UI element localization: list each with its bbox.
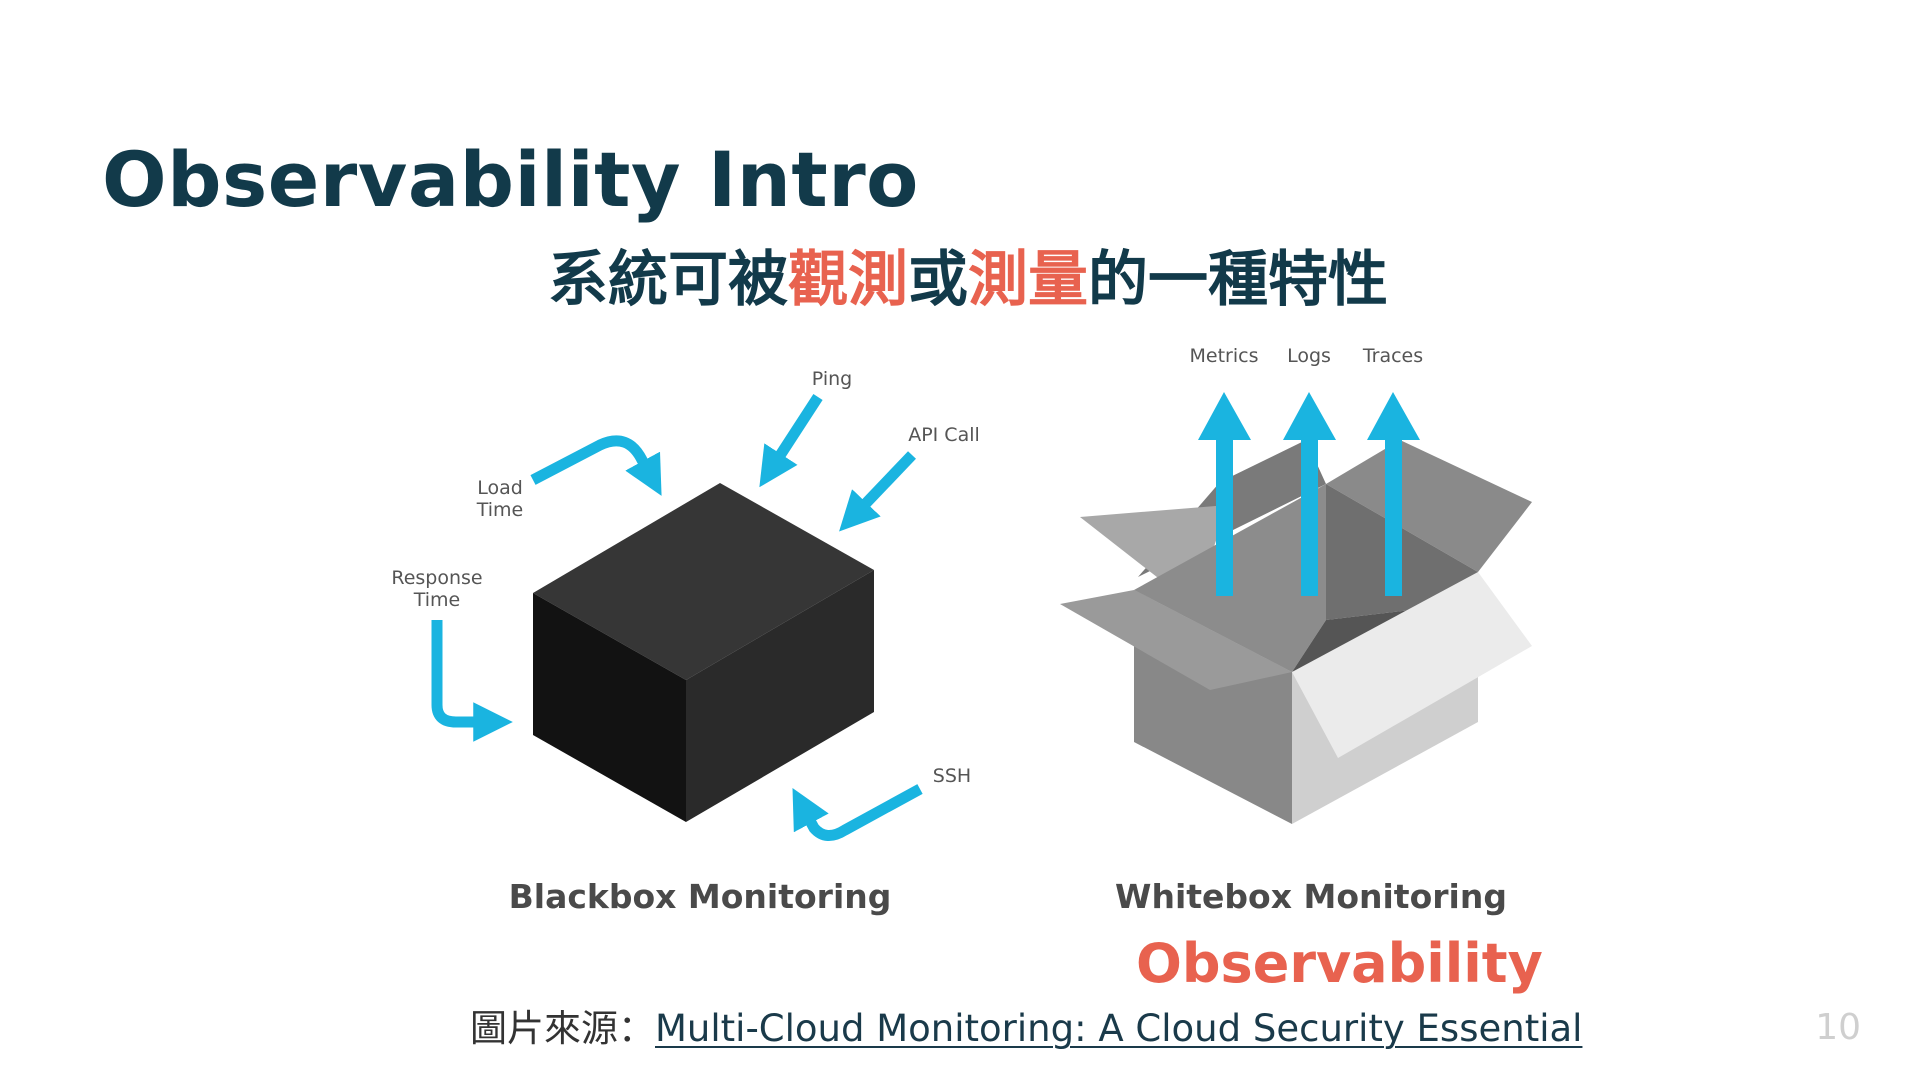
whitebox-arrows xyxy=(1198,392,1420,596)
subtitle-part-1: 系統可被 xyxy=(548,245,788,315)
label-ssh: SSH xyxy=(933,765,971,787)
open-box xyxy=(1060,440,1532,824)
box-front-right-flap xyxy=(1292,572,1532,758)
label-metrics: Metrics xyxy=(1190,345,1259,367)
box-back-right-flap xyxy=(1326,440,1532,572)
load-time-arrow xyxy=(530,435,662,496)
logs-arrow xyxy=(1283,392,1336,596)
traces-arrow xyxy=(1367,392,1420,596)
image-source: 圖片來源：Multi-Cloud Monitoring: A Cloud Sec… xyxy=(470,1004,1582,1054)
label-traces: Traces xyxy=(1362,345,1423,367)
label-load-time: Time xyxy=(476,499,524,521)
observability-label: Observability xyxy=(1136,932,1543,995)
black-box-cube xyxy=(533,483,874,822)
cube-top-face xyxy=(533,483,874,680)
caption-blackbox: Blackbox Monitoring xyxy=(509,877,892,916)
slide-title: Observability Intro xyxy=(102,135,919,224)
subtitle-part-3: 或 xyxy=(908,245,968,315)
subtitle-part-5: 的一種特性 xyxy=(1088,245,1388,315)
api-call-arrow xyxy=(839,451,916,532)
ping-arrow xyxy=(759,394,823,488)
source-link[interactable]: Multi-Cloud Monitoring: A Cloud Security… xyxy=(655,1007,1583,1050)
page-number: 10 xyxy=(1815,1007,1861,1048)
response-time-arrow xyxy=(431,620,513,742)
subtitle-highlight-observe: 觀測 xyxy=(788,245,908,315)
label-logs: Logs xyxy=(1287,345,1331,367)
caption-whitebox: Whitebox Monitoring xyxy=(1115,877,1507,916)
metrics-arrow xyxy=(1198,392,1251,596)
subtitle-highlight-measure: 測量 xyxy=(968,245,1088,315)
source-prefix: 圖片來源： xyxy=(470,1007,655,1050)
label-api-call: API Call xyxy=(908,424,980,446)
box-front-left-flap xyxy=(1060,590,1292,690)
cube-right-face xyxy=(686,570,874,822)
ssh-arrow xyxy=(792,784,923,841)
blackbox-arrows xyxy=(431,394,923,841)
label-response-time: Time xyxy=(413,589,461,611)
label-response: Response xyxy=(391,567,482,589)
label-load: Load xyxy=(477,477,523,499)
label-ping: Ping xyxy=(812,368,852,390)
slide-subtitle: 系統可被觀測或測量的一種特性 xyxy=(548,242,1398,318)
cube-left-face xyxy=(533,593,686,822)
